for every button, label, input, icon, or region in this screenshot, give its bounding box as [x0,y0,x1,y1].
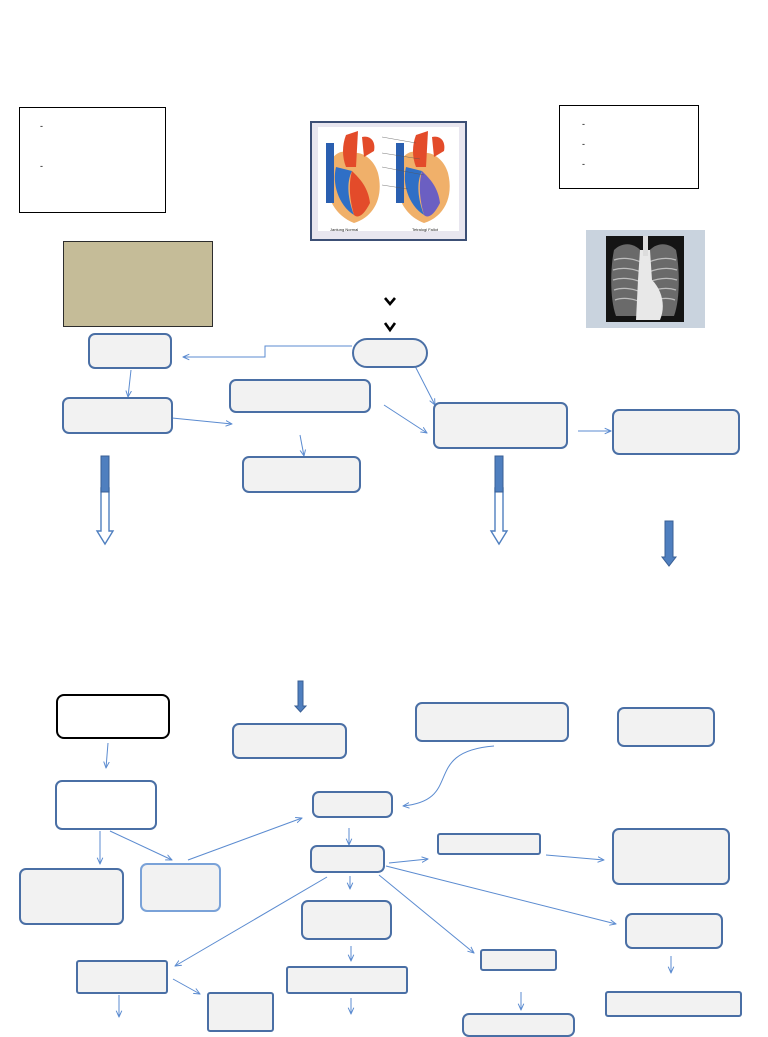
bullet-item: - [582,139,585,149]
flow-box [612,828,730,885]
flow-box [480,949,557,971]
block-down-arrow-icon [95,455,115,546]
arrow-line [403,745,495,806]
flow-box [433,402,568,449]
flow-box [462,1013,575,1037]
bullet-item: - [40,161,43,171]
block-down-arrow-icon [660,520,678,567]
chest-xray-image [586,230,705,328]
arrow-line [171,417,232,424]
start-box [56,694,170,739]
hub-box [310,845,385,873]
flow-box [62,397,173,434]
flow-box [232,723,347,759]
bullet-item: - [40,121,43,131]
arrow-line [378,874,474,953]
flow-box [55,780,157,830]
flow-box [140,863,221,912]
flow-box [625,913,723,949]
flow-box [76,960,168,994]
arrow-line [183,345,352,357]
bullet-item: - [582,159,585,169]
arrow-line [128,369,131,397]
right-note-box: - - - [559,105,699,189]
flow-box [229,379,371,413]
flow-box [617,707,715,747]
flow-box [286,966,408,994]
flow-box [301,900,392,940]
arrow-line [383,404,427,433]
arrow-line [106,742,108,768]
chevron-down-icon [383,297,397,333]
flow-box [605,991,742,1017]
arrow-line [187,818,302,861]
arrow-line [299,434,304,456]
arrow-line [414,365,435,405]
arrow-line [172,978,200,994]
flow-box [312,791,393,818]
flow-box [207,992,274,1032]
image-placeholder [63,241,213,327]
caption-normal-heart: Jantung Normal [330,227,359,232]
flow-box [415,702,569,742]
left-note-box: - - [19,107,166,213]
flow-box [437,833,541,855]
bullet-item: - [582,119,585,129]
heart-diagram-image: Jantung Normal Tetralogi Fallot [310,121,467,241]
flow-box [242,456,361,493]
arrow-line [109,830,172,860]
flow-box [19,868,124,925]
arrow-line [388,859,428,864]
arrow-line [175,876,328,966]
arrow-line [385,865,616,924]
block-down-arrow-icon [489,455,509,546]
caption-tetralogy-fallot: Tetralogi Fallot [412,227,439,232]
arrow-line [545,854,604,860]
block-down-arrow-icon [293,680,308,713]
flow-box [88,333,172,369]
central-node [352,338,428,368]
flow-box [612,409,740,455]
